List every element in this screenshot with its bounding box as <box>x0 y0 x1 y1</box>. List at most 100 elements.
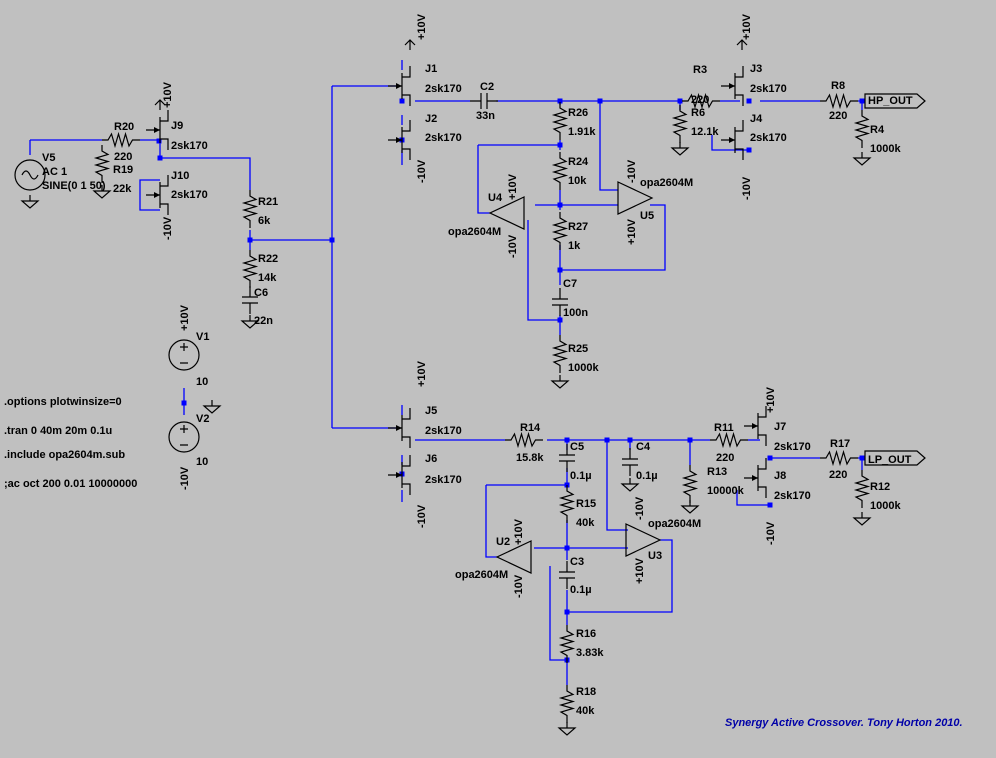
junction-dot <box>247 237 253 243</box>
junction-dot <box>557 317 563 323</box>
v2-source-polarity <box>180 425 188 446</box>
supply-u2-neg: -10V <box>513 574 525 598</box>
value-r6: 12.1k <box>691 126 719 138</box>
supply-j7: +10V <box>765 386 777 413</box>
label-r13: R13 <box>707 466 727 478</box>
j10-jfet-arrow <box>154 192 160 198</box>
hp-out-port <box>864 93 926 109</box>
supply-v2: -10V <box>179 466 191 490</box>
label-r24: R24 <box>568 156 589 168</box>
c6-ground <box>240 315 260 329</box>
label-r8: R8 <box>831 80 845 92</box>
label-j6: J6 <box>425 453 437 465</box>
value-r12: 1000k <box>870 500 901 512</box>
value-r13: 10000k <box>707 485 745 497</box>
junction-dot <box>564 609 570 615</box>
j9-supply-arrow <box>154 99 166 110</box>
model-j4: 2sk170 <box>750 132 787 144</box>
j7-jfet-arrow <box>752 423 758 429</box>
value-r21: 6k <box>258 215 271 227</box>
label-u4: U4 <box>488 192 503 204</box>
value-r20: 220 <box>114 151 132 163</box>
junction-dot <box>597 98 603 104</box>
r12-resistor <box>853 470 871 508</box>
label-r25: R25 <box>568 343 588 355</box>
model-j9: 2sk170 <box>171 140 208 152</box>
junction-dot <box>564 545 570 551</box>
wire <box>139 179 160 200</box>
label-r6: R6 <box>691 107 705 119</box>
r6-ground <box>670 142 690 156</box>
value-r26: 1.91k <box>568 126 596 138</box>
label-j2: J2 <box>425 113 437 125</box>
value-r19: 22k <box>113 183 132 195</box>
u4-opamp <box>488 196 525 230</box>
label-c2: C2 <box>480 81 494 93</box>
r21-resistor <box>241 190 259 228</box>
label-r3: R3 <box>693 64 707 76</box>
r6-resistor <box>671 105 689 143</box>
junction-dot <box>746 98 752 104</box>
value-r3: 220 <box>691 94 709 106</box>
wire <box>567 539 673 613</box>
j6-jfet-arrow <box>396 472 402 478</box>
supply-j3: +10V <box>741 13 753 40</box>
r11-resistor <box>710 431 748 449</box>
value-r4: 1000k <box>870 143 901 155</box>
c4-capacitor <box>622 448 638 476</box>
value-r17: 220 <box>829 469 847 481</box>
value-r25: 1000k <box>568 362 599 374</box>
j5-jfet-arrow <box>396 425 402 431</box>
labels: +10V -10V +10V -10V +10V -10V +10V -10V … <box>4 13 963 729</box>
junction-dot <box>329 237 335 243</box>
model-j2: 2sk170 <box>425 132 462 144</box>
label-v2: V2 <box>196 413 209 425</box>
r12-ground <box>852 512 872 526</box>
label-r12: R12 <box>870 481 890 493</box>
supply-u5-pos: +10V <box>626 218 638 245</box>
label-r26: R26 <box>568 107 588 119</box>
r20-resistor <box>102 131 140 149</box>
value-r11: 220 <box>716 452 734 464</box>
label-r22: R22 <box>258 253 278 265</box>
v5-line1: AC 1 <box>42 166 67 178</box>
wire <box>485 485 497 558</box>
signature-title: Synergy Active Crossover. Tony Horton 20… <box>725 717 963 729</box>
v2-source <box>168 421 200 453</box>
r8-resistor <box>820 92 858 110</box>
label-r18: R18 <box>576 686 596 698</box>
c6-capacitor <box>242 286 258 314</box>
directive-tran: .tran 0 40m 20m 0.1u <box>4 425 112 437</box>
model-j8: 2sk170 <box>774 490 811 502</box>
supply-u3-neg: -10V <box>634 496 646 520</box>
supply-j2: -10V <box>416 159 428 183</box>
components <box>14 39 926 736</box>
v5-source-wave <box>21 170 39 180</box>
r3-resistor <box>682 92 720 110</box>
r26-resistor <box>551 102 569 140</box>
label-r20: R20 <box>114 121 134 133</box>
label-u2: U2 <box>496 536 510 548</box>
u3-opamp <box>625 523 662 557</box>
label-r27: R27 <box>568 221 588 233</box>
v5-ground <box>20 195 40 209</box>
label-j1: J1 <box>425 63 437 75</box>
r25-resistor <box>551 335 569 373</box>
wire <box>736 490 770 506</box>
wire <box>527 220 560 321</box>
label-j9: J9 <box>171 120 183 132</box>
c7-capacitor <box>552 288 568 316</box>
value-c4: 0.1µ <box>636 470 658 482</box>
supply-j1: +10V <box>416 13 428 40</box>
value-r27: 1k <box>568 240 581 252</box>
supply-j8: -10V <box>765 521 777 545</box>
label-j7: J7 <box>774 421 786 433</box>
junction-dot <box>557 142 563 148</box>
supply-u4-pos: +10V <box>507 173 519 200</box>
label-u3: U3 <box>648 550 662 562</box>
junction-dot <box>399 98 405 104</box>
r18-resistor <box>558 685 576 723</box>
label-r11: R11 <box>714 422 734 434</box>
label-c5: C5 <box>570 441 584 453</box>
v5-source <box>14 159 46 191</box>
